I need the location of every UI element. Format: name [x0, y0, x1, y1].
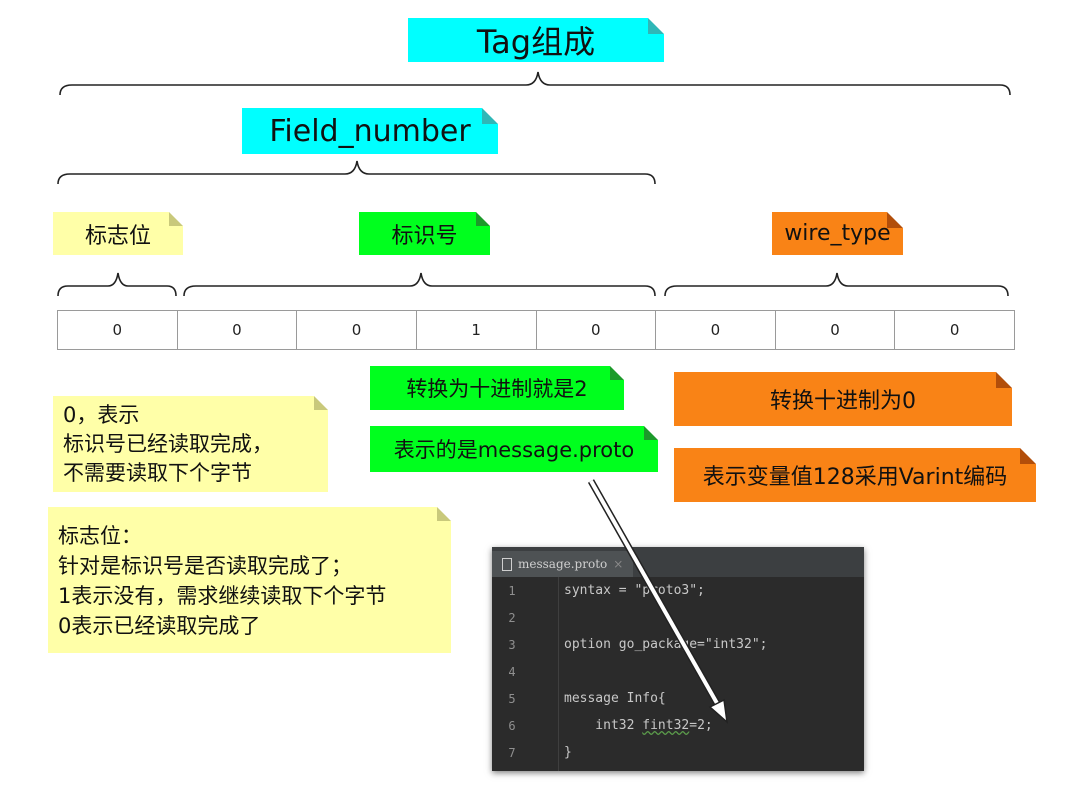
code-suffix: =2;	[689, 718, 713, 733]
line-number: 5	[508, 691, 516, 706]
editor-gutter	[492, 577, 559, 771]
tag-label: Tag组成	[408, 18, 664, 62]
note-line: 1表示没有，需求继续读取下个字节	[58, 584, 387, 608]
note-line: 标志位：	[58, 524, 142, 548]
flag-zero-note: 0，表示 标识号已经读取完成， 不需要读取下个字节	[53, 396, 328, 492]
note-line: 针对是标识号是否读取完成了；	[58, 554, 352, 578]
identifier-label: 标识号	[359, 212, 490, 255]
editor-tab-bar: message.proto ×	[492, 547, 864, 577]
fold-corner	[169, 212, 183, 226]
fold-corner	[482, 108, 498, 124]
note-line: 不需要读取下个字节	[63, 461, 252, 485]
fold-corner	[610, 366, 624, 380]
fold-corner	[644, 426, 658, 440]
to-decimal-2-note: 转换为十进制就是2	[370, 366, 624, 410]
code-text: }	[564, 745, 572, 760]
tag-brace-path	[59, 71, 1011, 96]
field-number-brace-path	[57, 160, 656, 185]
code-line[interactable]: 6 int32 fint32=2;	[492, 712, 864, 739]
flag-label-text: 标志位	[84, 223, 151, 249]
note-text: 表示的是message.proto	[393, 438, 635, 462]
to-decimal-0-note: 转换十进制为0	[674, 372, 1012, 426]
code-text: int32 fint32=2;	[564, 718, 713, 733]
code-editor: message.proto × 1 syntax = "proto3"; 2 3…	[492, 547, 864, 771]
code-text: message Info{	[564, 691, 666, 706]
editor-tab-label: message.proto	[518, 557, 608, 571]
bit-cell: 1	[417, 311, 537, 349]
bit-cell: 0	[656, 311, 776, 349]
note-line: 标识号已经读取完成，	[63, 432, 273, 456]
close-icon[interactable]: ×	[613, 557, 624, 571]
note-text: 表示变量值128采用Varint编码	[702, 465, 1008, 490]
means-proto-note: 表示的是message.proto	[370, 426, 658, 472]
line-number: 7	[508, 745, 516, 760]
line-number: 6	[508, 718, 516, 733]
arrow-shaft	[589, 480, 720, 706]
fold-corner	[996, 372, 1012, 388]
identifier-brace-path	[183, 272, 656, 297]
line-number: 4	[508, 664, 516, 679]
wire-type-brace-path	[664, 272, 1009, 297]
varint-note: 表示变量值128采用Varint编码	[674, 448, 1036, 502]
tag-label-text: Tag组成	[476, 23, 596, 61]
wire-type-label-text: wire_type	[784, 221, 891, 246]
bit-row: 0 0 0 1 0 0 0 0	[57, 310, 1015, 350]
arrow-head	[708, 698, 729, 724]
bit-cell: 0	[776, 311, 896, 349]
bit-cell: 0	[58, 311, 178, 349]
bit-cell: 0	[297, 311, 417, 349]
line-number: 1	[508, 583, 516, 598]
editor-tab-message-proto[interactable]: message.proto ×	[492, 551, 634, 577]
fold-corner	[437, 507, 451, 521]
identifier-label-text: 标识号	[391, 223, 458, 249]
note-text: 转换十进制为0	[770, 389, 916, 414]
file-icon	[502, 557, 512, 571]
code-text: option go_package="int32";	[564, 637, 768, 652]
field-number-label-text: Field_number	[269, 113, 471, 149]
line-number: 3	[508, 637, 516, 652]
code-line[interactable]: 5 message Info{	[492, 685, 864, 712]
code-line[interactable]: 3 option go_package="int32";	[492, 631, 864, 658]
flag-brace-path	[57, 272, 177, 297]
line-number: 2	[508, 610, 516, 625]
fold-corner	[314, 396, 328, 410]
fold-corner	[887, 212, 903, 228]
note-line: 0表示已经读取完成了	[58, 614, 261, 638]
flag-label: 标志位	[53, 212, 183, 255]
code-line[interactable]: 4	[492, 658, 864, 685]
fold-corner	[476, 212, 490, 226]
flag-desc-note: 标志位： 针对是标识号是否读取完成了； 1表示没有，需求继续读取下个字节 0表示…	[48, 507, 451, 653]
field-number-label: Field_number	[242, 108, 498, 154]
field-name-squiggle: fint32	[642, 718, 690, 733]
bit-cell: 0	[949, 321, 960, 339]
note-text: 转换为十进制就是2	[406, 377, 588, 401]
bit-cell: 0	[178, 311, 298, 349]
code-prefix: int32	[564, 718, 643, 733]
bit-cell: 0	[537, 311, 657, 349]
fold-corner	[648, 18, 664, 34]
code-line[interactable]: 2	[492, 604, 864, 631]
code-line[interactable]: 7 }	[492, 739, 864, 766]
wire-type-label: wire_type	[772, 212, 903, 255]
fold-corner	[1020, 448, 1036, 464]
note-line: 0，表示	[63, 403, 140, 427]
